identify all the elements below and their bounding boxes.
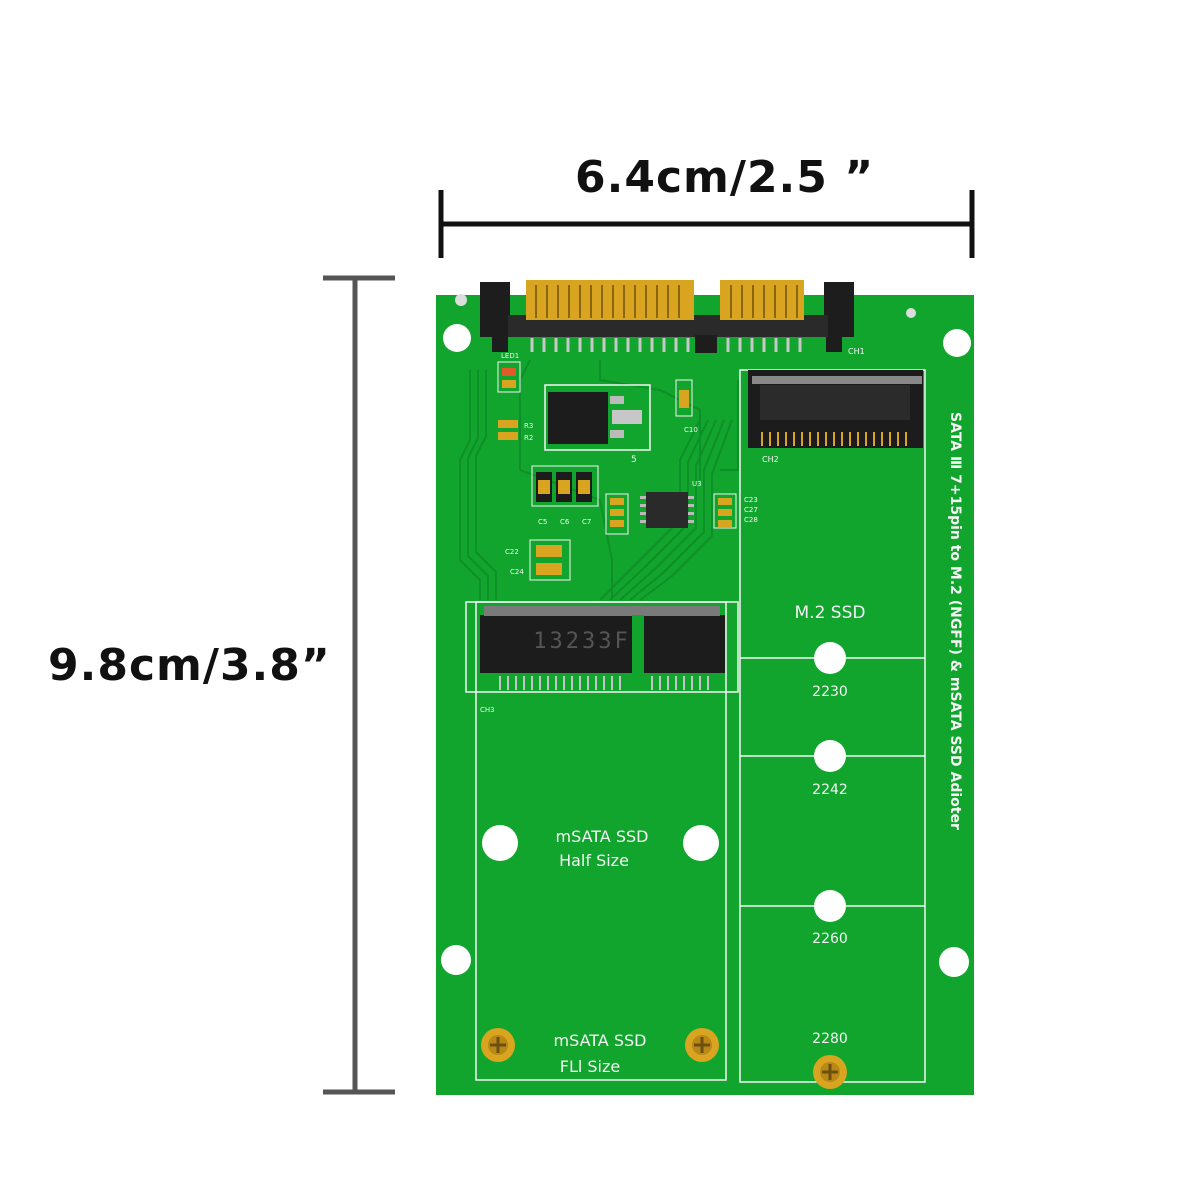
ref-5: 5 <box>631 455 637 465</box>
height-dimension-label: 9.8cm/3.8” <box>48 640 331 691</box>
height-dimension-line <box>323 275 395 1095</box>
m2-ssd-label: M.2 SSD <box>795 603 866 623</box>
msata-half-line1: mSATA SSD <box>556 827 649 846</box>
ref-led: LED1 <box>501 352 519 360</box>
small-hole-top-right <box>906 308 916 318</box>
msata-chip-marking: 13233F <box>533 629 630 654</box>
msata-full-screw-right <box>685 1028 719 1062</box>
board-vertical-title: SATA Ⅲ 7+15pin to M.2 (NGFF) & mSATA SSD… <box>947 412 963 830</box>
ref-c23: C23 <box>744 496 758 504</box>
m2-connector <box>748 370 923 448</box>
ref-c28: C28 <box>744 516 758 524</box>
width-dimension-label: 6.4cm/2.5 ” <box>575 152 875 203</box>
msata-half-line2: Half Size <box>559 851 629 870</box>
mount-hole-top-right <box>943 329 971 357</box>
ref-r3: R3 <box>524 422 533 430</box>
ref-c10: C10 <box>684 426 698 434</box>
ref-c24: C24 <box>510 568 524 576</box>
msata-half-hole-right <box>683 825 719 861</box>
m2-screw-2280 <box>813 1055 847 1089</box>
width-dimension-line <box>438 190 975 258</box>
ref-c5: C5 <box>538 518 547 526</box>
m2-hole-2260 <box>814 890 846 922</box>
msata-slot-outline <box>465 601 739 1081</box>
mount-hole-bottom-left <box>441 945 471 975</box>
ref-c7: C7 <box>582 518 591 526</box>
msata-half-hole-left <box>482 825 518 861</box>
ref-ch2: CH2 <box>762 455 779 464</box>
controller-chip <box>646 492 688 528</box>
m2-size-2230: 2230 <box>812 684 848 700</box>
m2-size-2260: 2260 <box>812 931 848 947</box>
ref-r2: R2 <box>524 434 533 442</box>
voltage-regulator-chip <box>548 392 608 444</box>
ref-u3: U3 <box>692 480 702 488</box>
msata-full-line2: FLl Size <box>560 1057 621 1076</box>
m2-size-2242: 2242 <box>812 782 848 798</box>
msata-full-screw-left <box>481 1028 515 1062</box>
small-hole-top-left <box>455 294 467 306</box>
mount-hole-bottom-right <box>939 947 969 977</box>
msata-connector <box>480 606 725 690</box>
ref-ch3: CH3 <box>480 706 495 714</box>
m2-hole-2230 <box>814 642 846 674</box>
msata-full-line1: mSATA SSD <box>554 1031 647 1050</box>
sata-connector <box>480 280 854 353</box>
mount-hole-top-left <box>443 324 471 352</box>
ref-c6: C6 <box>560 518 570 526</box>
ref-c22: C22 <box>505 548 519 556</box>
m2-size-2280: 2280 <box>812 1031 848 1047</box>
m2-hole-2242 <box>814 740 846 772</box>
ref-ch1: CH1 <box>848 347 865 356</box>
ref-c27: C27 <box>744 506 758 514</box>
